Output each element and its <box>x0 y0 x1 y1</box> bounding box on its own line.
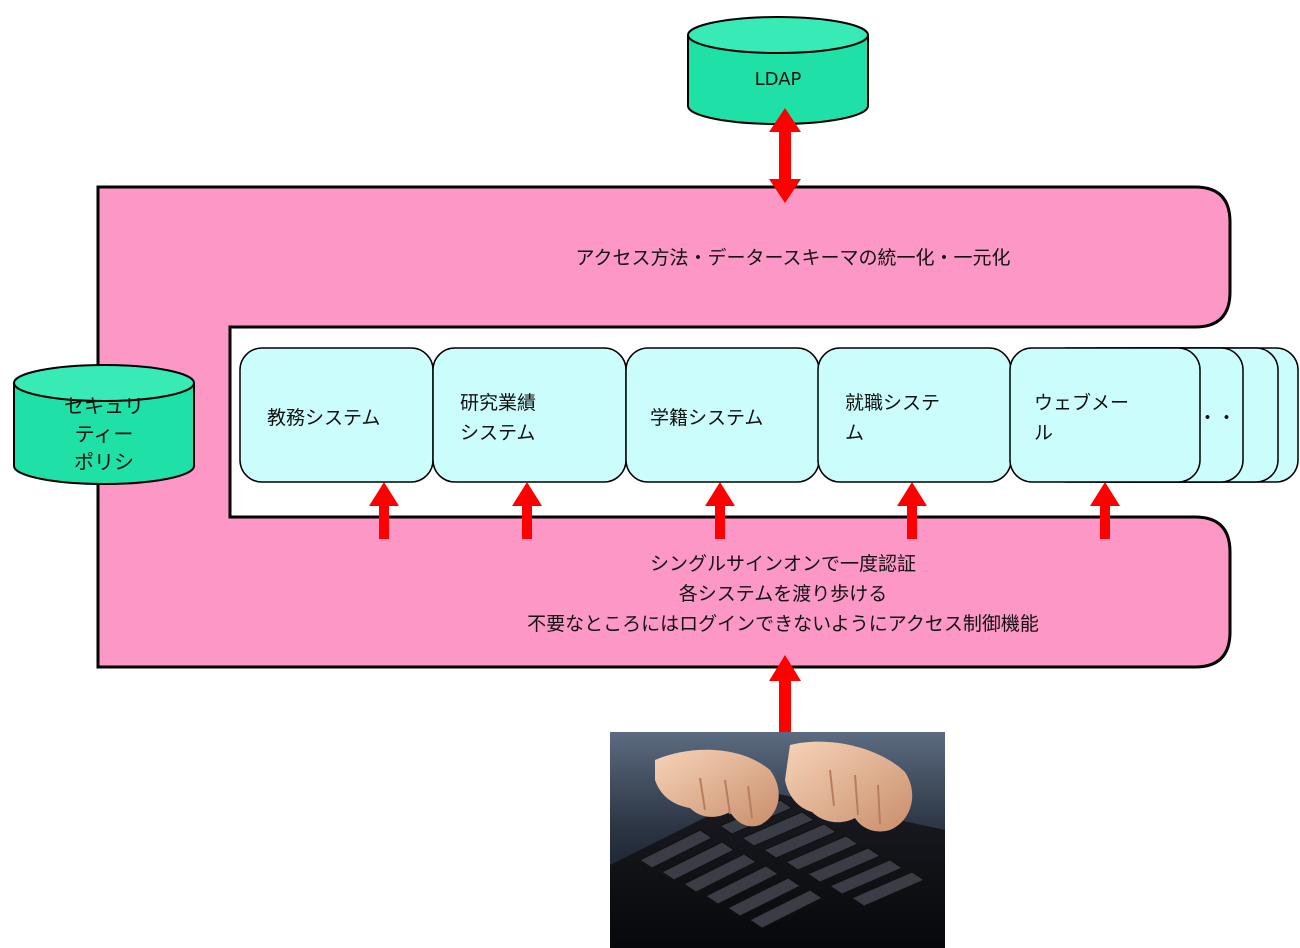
system-label: ム <box>845 422 864 444</box>
system-label: 研究業績 <box>460 392 536 414</box>
system-label: システム <box>460 422 535 444</box>
system-box-webmail: ウェブメー ル <box>1009 347 1201 483</box>
bottom-band-text: 各システムを渡り歩ける <box>679 583 887 605</box>
up-arrow <box>369 482 399 539</box>
up-arrow <box>705 482 735 539</box>
system-box-kyomu: 教務システム <box>239 347 434 483</box>
security-policy-label: セキュリ <box>64 394 144 418</box>
system-box-research: 研究業績 システム <box>432 347 627 483</box>
security-policy-database: セキュリ ティー ポリシ <box>13 364 195 485</box>
system-label: 就職システ <box>845 392 940 414</box>
security-policy-label: ポリシ <box>74 450 134 474</box>
user-up-arrow <box>769 655 801 746</box>
ldap-label: LDAP <box>755 69 802 90</box>
system-label: ル <box>1034 422 1053 444</box>
ldap-double-arrow <box>769 108 801 203</box>
bottom-band-text: シングルサインオンで一度認証 <box>650 553 916 575</box>
top-band-text: アクセス方法・データースキーマの統一化・一元化 <box>575 247 1010 269</box>
keyboard-typing-hands-icon <box>610 732 945 948</box>
system-label: ウェブメー <box>1034 391 1129 414</box>
up-arrow <box>897 482 927 539</box>
more-systems-ellipsis: ・・ <box>1198 407 1236 429</box>
up-arrow <box>1090 482 1120 539</box>
bottom-band-text: 不要なところにはログインできないようにアクセス制御機能 <box>527 613 1039 635</box>
security-policy-label: ティー <box>75 422 134 446</box>
up-arrow <box>512 482 542 539</box>
arrows <box>369 108 1120 746</box>
framework-shape <box>96 185 1232 669</box>
system-box-shushoku: 就職システ ム <box>817 347 1012 483</box>
system-label: 教務システム <box>267 407 380 429</box>
system-box-gakuseki: 学籍システム <box>625 347 820 483</box>
system-label: 学籍システム <box>650 407 763 429</box>
ldap-database: LDAP <box>687 16 869 125</box>
